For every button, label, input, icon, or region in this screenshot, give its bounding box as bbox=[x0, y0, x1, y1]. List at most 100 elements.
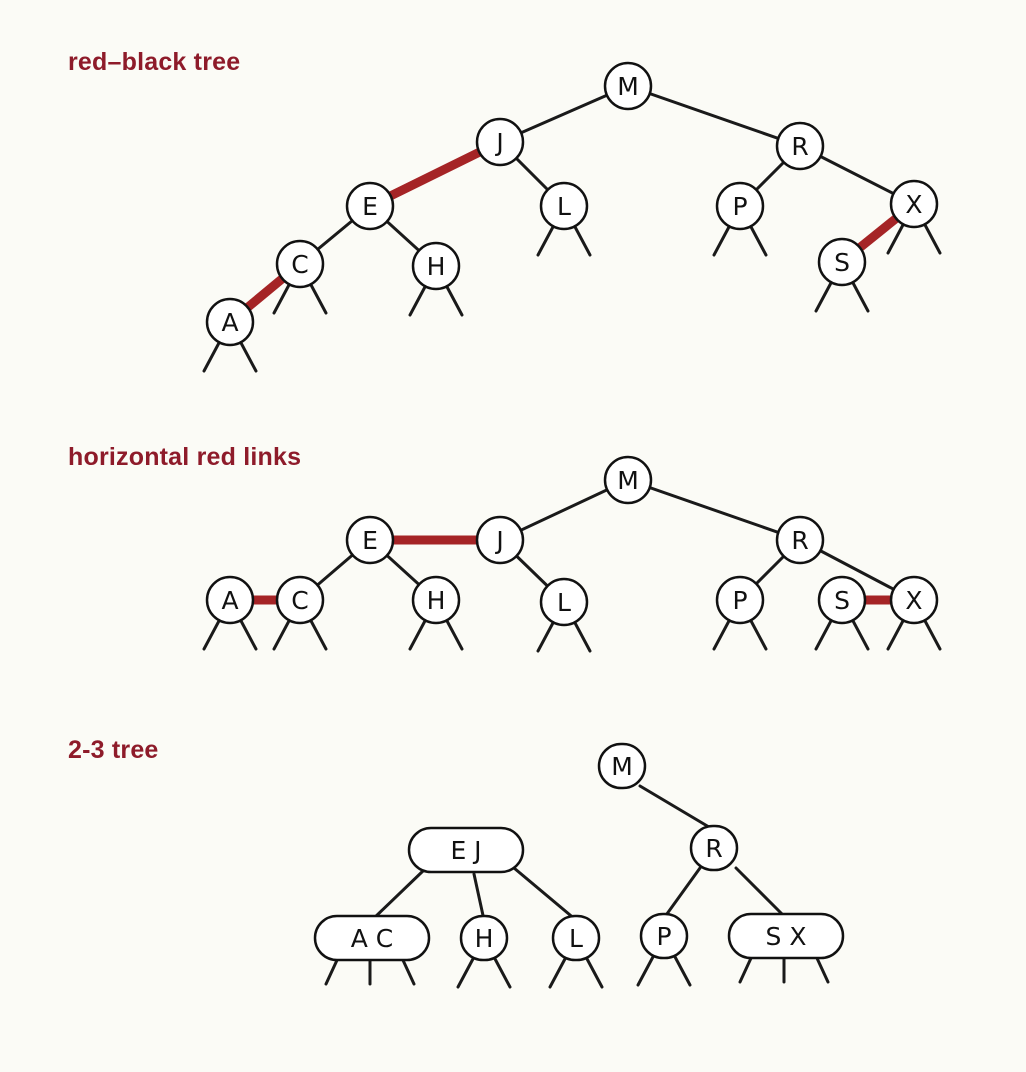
tree2-p-null-link bbox=[672, 953, 692, 987]
tree0-node-p-label: P bbox=[732, 192, 747, 221]
tree1-node-s-circle bbox=[817, 575, 867, 625]
tree2-node-s-x: S X bbox=[727, 912, 845, 960]
tree1-l-null-link bbox=[572, 619, 592, 653]
tree0-node-a-label: A bbox=[221, 308, 238, 337]
tree2-node-r: R bbox=[689, 824, 739, 872]
tree2-node-h-shape bbox=[459, 914, 509, 962]
tree0-node-s-label: S bbox=[834, 248, 850, 277]
tree2-node-p-shape bbox=[639, 912, 689, 960]
tree2-h-null-link bbox=[492, 955, 512, 989]
tree2-node-m-shape bbox=[597, 742, 647, 790]
tree2-l-null-link bbox=[584, 955, 604, 989]
tree0-node-p: P bbox=[715, 181, 765, 231]
tree2-node-l: L bbox=[551, 914, 601, 962]
tree0-node-h-circle bbox=[411, 241, 461, 291]
tree0-a-null-link bbox=[238, 339, 258, 373]
tree1-node-p: P bbox=[715, 575, 765, 625]
tree1-node-p-label: P bbox=[732, 586, 747, 615]
tree0-node-c-label: C bbox=[291, 250, 308, 279]
tree2-s-x-null-link bbox=[814, 954, 830, 984]
tree1-node-l-label: L bbox=[557, 588, 571, 617]
tree1-l-null-link bbox=[536, 619, 556, 653]
tree2-node-a-c-shape bbox=[313, 914, 431, 962]
tree0-node-m-label: M bbox=[617, 72, 639, 101]
tree1-a-null-link bbox=[238, 617, 258, 651]
tree2-node-h-label: H bbox=[475, 924, 494, 953]
tree1-x-null-link bbox=[922, 617, 942, 651]
tree1-node-c-label: C bbox=[291, 586, 308, 615]
tree0-link-m-r bbox=[626, 84, 802, 148]
tree1-node-h-circle bbox=[411, 575, 461, 625]
tree1-s-null-link bbox=[850, 617, 870, 651]
tree1-a-null-link bbox=[202, 617, 222, 651]
tree0-p-null-link bbox=[748, 223, 768, 257]
tree2-node-p-label: P bbox=[656, 922, 671, 951]
tree1-link-m-r bbox=[626, 478, 802, 542]
horizontal-red-links-title: horizontal red links bbox=[68, 443, 302, 471]
tree0-c-null-link bbox=[308, 281, 328, 315]
tree0-node-s-circle bbox=[817, 237, 867, 287]
tree1-node-a: A bbox=[205, 575, 255, 625]
tree0-node-x-label: X bbox=[905, 190, 922, 219]
tree1-node-j: J bbox=[475, 515, 525, 565]
tree0-s-null-link bbox=[814, 279, 834, 313]
tree2-node-e-j: E J bbox=[407, 826, 525, 874]
tree2-node-e-j-label: E J bbox=[450, 836, 481, 865]
tree1-node-l: L bbox=[539, 577, 589, 627]
tree2-s-x-null-link bbox=[738, 954, 754, 984]
tree1-node-m-circle bbox=[603, 455, 653, 505]
tree1-node-s: S bbox=[817, 575, 867, 625]
tree0-node-l-circle bbox=[539, 181, 589, 231]
tree0-node-e: E bbox=[345, 181, 395, 231]
tree0-node-h-label: H bbox=[427, 252, 446, 281]
tree0-l-null-link bbox=[572, 223, 592, 257]
tree0-h-null-link bbox=[444, 283, 464, 317]
tree1-node-m: M bbox=[603, 455, 653, 505]
tree1-node-p-circle bbox=[715, 575, 765, 625]
tree2-node-a-c: A C bbox=[313, 914, 431, 962]
tree1-node-r-label: R bbox=[791, 526, 808, 555]
tree2-link-r-p bbox=[662, 866, 702, 920]
tree0-node-r-circle bbox=[775, 121, 825, 171]
tree0-p-null-link bbox=[712, 223, 732, 257]
tree1-c-null-link bbox=[272, 617, 292, 651]
tree1-node-r: R bbox=[775, 515, 825, 565]
tree1-node-a-circle bbox=[205, 575, 255, 625]
tree0-node-e-label: E bbox=[362, 192, 378, 221]
tree0-node-l-label: L bbox=[557, 192, 571, 221]
tree1-node-h-label: H bbox=[427, 586, 446, 615]
tree1-h-null-link bbox=[408, 617, 428, 651]
tree0-node-s: S bbox=[817, 237, 867, 287]
tree2-node-p: P bbox=[639, 912, 689, 960]
tree2-node-a-c-label: A C bbox=[351, 924, 394, 953]
tree0-node-e-circle bbox=[345, 181, 395, 231]
tree1-node-h: H bbox=[411, 575, 461, 625]
tree1-node-x-circle bbox=[889, 575, 939, 625]
tree0-node-r-label: R bbox=[791, 132, 808, 161]
tree1-p-null-link bbox=[748, 617, 768, 651]
tree0-node-l: L bbox=[539, 181, 589, 231]
tree1-h-null-link bbox=[444, 617, 464, 651]
tree1-node-l-circle bbox=[539, 577, 589, 627]
tree0-node-p-circle bbox=[715, 181, 765, 231]
tree1-node-e-label: E bbox=[362, 526, 378, 555]
tree2-node-r-shape bbox=[689, 824, 739, 872]
tree2-node-l-shape bbox=[551, 914, 601, 962]
tree2-node-h: H bbox=[459, 914, 509, 962]
tree1-node-x-label: X bbox=[905, 586, 922, 615]
tree2-a-c-null-link bbox=[400, 956, 416, 986]
tree1-x-null-link bbox=[886, 617, 906, 651]
tree2-link-m-r bbox=[638, 784, 716, 832]
tree0-node-h: H bbox=[411, 241, 461, 291]
tree0-node-j-label: J bbox=[494, 128, 503, 157]
tree0-node-m-circle bbox=[603, 61, 653, 111]
tree0-node-a: A bbox=[205, 297, 255, 347]
tree1-c-null-link bbox=[308, 617, 328, 651]
tree2-h-null-link bbox=[456, 955, 476, 989]
tree2-link-e-j-l bbox=[512, 866, 578, 922]
tree0-s-null-link bbox=[850, 279, 870, 313]
tree0-node-r: R bbox=[775, 121, 825, 171]
tree1-s-null-link bbox=[814, 617, 834, 651]
tree1-node-c: C bbox=[275, 575, 325, 625]
tree0-node-a-circle bbox=[205, 297, 255, 347]
